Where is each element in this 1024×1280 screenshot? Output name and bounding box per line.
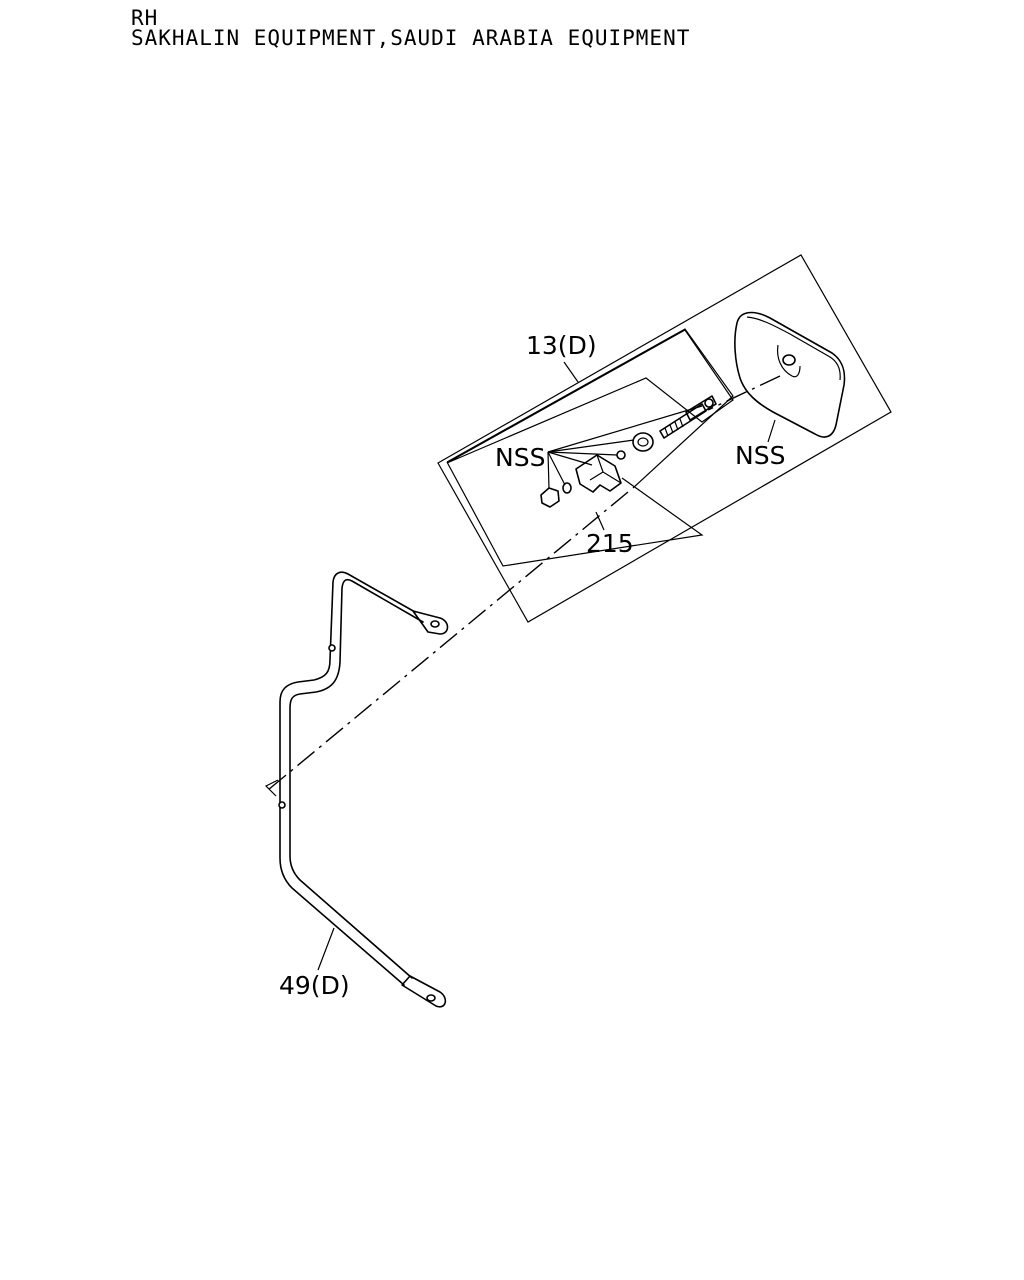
installation-center-line <box>267 375 781 791</box>
header-equipment-label: SAKHALIN EQUIPMENT,SAUDI ARABIA EQUIPMEN… <box>131 26 691 50</box>
stay-bar <box>278 571 449 1008</box>
leader-13d <box>563 361 579 383</box>
leader-49d <box>317 927 335 971</box>
leader-nss-right <box>767 419 776 443</box>
callout-49d: 49(D) <box>279 971 350 1000</box>
outer-assembly-frame <box>437 254 892 623</box>
callout-13d: 13(D) <box>526 331 597 360</box>
leader-215 <box>595 511 605 531</box>
installation-arrow <box>264 779 279 797</box>
header-side-label: RH <box>131 6 159 30</box>
nut-and-washer <box>540 482 572 508</box>
callout-nss-right: NSS <box>735 441 785 470</box>
nss-leader-lines <box>547 405 703 490</box>
callout-215: 215 <box>586 529 634 558</box>
inner-box <box>446 328 734 567</box>
bushing <box>616 432 654 460</box>
bracket <box>575 454 622 493</box>
callout-nss-left: NSS <box>495 443 545 472</box>
mirror-shaft <box>659 395 717 439</box>
mirror-head <box>734 311 846 438</box>
